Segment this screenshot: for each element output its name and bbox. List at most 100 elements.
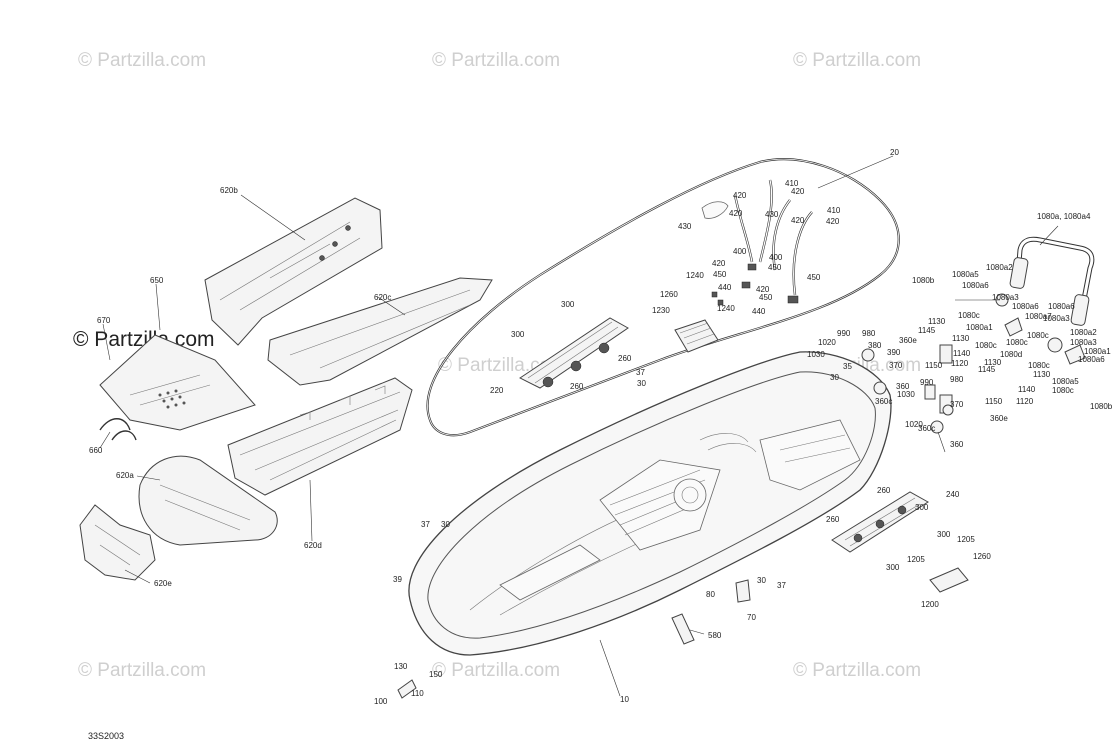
diagram-code: 33S2003 <box>88 731 125 741</box>
callout: 30 <box>830 373 839 382</box>
callout: 370 <box>889 361 903 370</box>
callout: 450 <box>759 293 773 302</box>
callout: 1145 <box>918 326 936 335</box>
pad-1200 <box>929 567 969 593</box>
callout: 1140 <box>1018 385 1036 394</box>
callout: 80 <box>706 590 715 599</box>
callout: 150 <box>429 670 443 679</box>
callout: 1205 <box>957 535 975 544</box>
callout: 620b <box>220 186 238 195</box>
callout: 990 <box>837 329 851 338</box>
watermark: © Partzilla.com <box>78 660 207 681</box>
liner-620b <box>204 197 383 346</box>
callout: 1080c <box>1052 386 1074 395</box>
callout: 1080a6 <box>962 281 989 290</box>
callout: 420 <box>733 191 747 200</box>
callout: 30 <box>757 576 766 585</box>
liner-620a <box>138 455 278 546</box>
watermark: © Partzilla.com <box>793 660 922 681</box>
callout: 37 <box>636 368 645 377</box>
callout: 1120 <box>1016 397 1034 406</box>
leader-lines <box>99 155 1059 697</box>
callout: 410 <box>785 179 799 188</box>
callout: 260 <box>826 515 840 524</box>
callout: 1080c <box>975 341 997 350</box>
hose-clamps <box>711 263 799 306</box>
callout: 10 <box>620 695 629 704</box>
callout: 1260 <box>973 552 991 561</box>
callout: 260 <box>618 354 632 363</box>
callout: 1080a2 <box>1070 328 1097 337</box>
callout: 1150 <box>925 361 943 370</box>
callout: 1080a3 <box>992 293 1019 302</box>
callout: 1020 <box>905 420 923 429</box>
callout: 1120 <box>951 359 969 368</box>
callout: 1080a1 <box>966 323 993 332</box>
cap-430 <box>701 201 729 219</box>
callout: 20 <box>890 148 899 157</box>
callout: 410 <box>827 206 841 215</box>
callout: 70 <box>747 613 756 622</box>
callout: 300 <box>937 530 951 539</box>
callout: 670 <box>97 316 111 325</box>
callout: 1080c <box>1027 331 1049 340</box>
callout: 300 <box>561 300 575 309</box>
callout: 1080a3 <box>1043 314 1070 323</box>
callout: 420 <box>729 209 743 218</box>
callout: 1080a6 <box>1012 302 1039 311</box>
callout: 360c <box>875 397 892 406</box>
callout: 1080a3 <box>1070 338 1097 347</box>
callout: 1130 <box>952 334 970 343</box>
callout: 420 <box>712 259 726 268</box>
callout: 1080a7 <box>1025 312 1052 321</box>
callout: 1080c <box>1006 338 1028 347</box>
callout: 370 <box>950 400 964 409</box>
callout: 390 <box>887 348 901 357</box>
liner-620c <box>267 277 493 386</box>
liner-620e <box>79 504 156 581</box>
callout-labels: 20 10 620b 620c 650 670 660 620a 620d 62… <box>89 148 1113 706</box>
callout: 420 <box>791 187 805 196</box>
callout: 450 <box>807 273 821 282</box>
callout: 400 <box>769 253 783 262</box>
callout: 440 <box>752 307 766 316</box>
watermark: © Partzilla.com <box>78 50 207 71</box>
callout: 360c <box>918 424 935 433</box>
callout: 360 <box>950 440 964 449</box>
callout: 1150 <box>985 397 1003 406</box>
callout: 1080c <box>1028 361 1050 370</box>
callout: 1080a6 <box>1048 302 1075 311</box>
callout: 380 <box>868 341 882 350</box>
callout: 440 <box>718 283 732 292</box>
cable-660 <box>99 418 137 441</box>
callout: 650 <box>150 276 164 285</box>
callout: 430 <box>678 222 692 231</box>
callout: 1200 <box>921 600 939 609</box>
clip-110 <box>397 679 417 699</box>
callout: 260 <box>877 486 891 495</box>
callout: 300 <box>886 563 900 572</box>
callout: 620e <box>154 579 172 588</box>
callout: 1130 <box>984 358 1002 367</box>
callout: 400 <box>733 247 747 256</box>
callout: 1230 <box>652 306 670 315</box>
callout: 300 <box>511 330 525 339</box>
callout: 620c <box>374 293 391 302</box>
callout: 1080b <box>912 276 935 285</box>
callout: 1205 <box>907 555 925 564</box>
callout: 660 <box>89 446 103 455</box>
callout: 360 <box>896 382 910 391</box>
callout: 430 <box>765 210 779 219</box>
mount-hardware-right <box>861 293 1086 434</box>
callout: 990 <box>920 378 934 387</box>
callout: 1240 <box>686 271 704 280</box>
callout: 39 <box>393 575 402 584</box>
callout: 620a <box>116 471 134 480</box>
plate-580 <box>671 613 695 645</box>
callout: 37 <box>777 581 786 590</box>
callout: 450 <box>713 270 727 279</box>
callout: 37 <box>421 520 430 529</box>
callout: 1080a2 <box>986 263 1013 272</box>
callout: 1080a5 <box>1052 377 1079 386</box>
